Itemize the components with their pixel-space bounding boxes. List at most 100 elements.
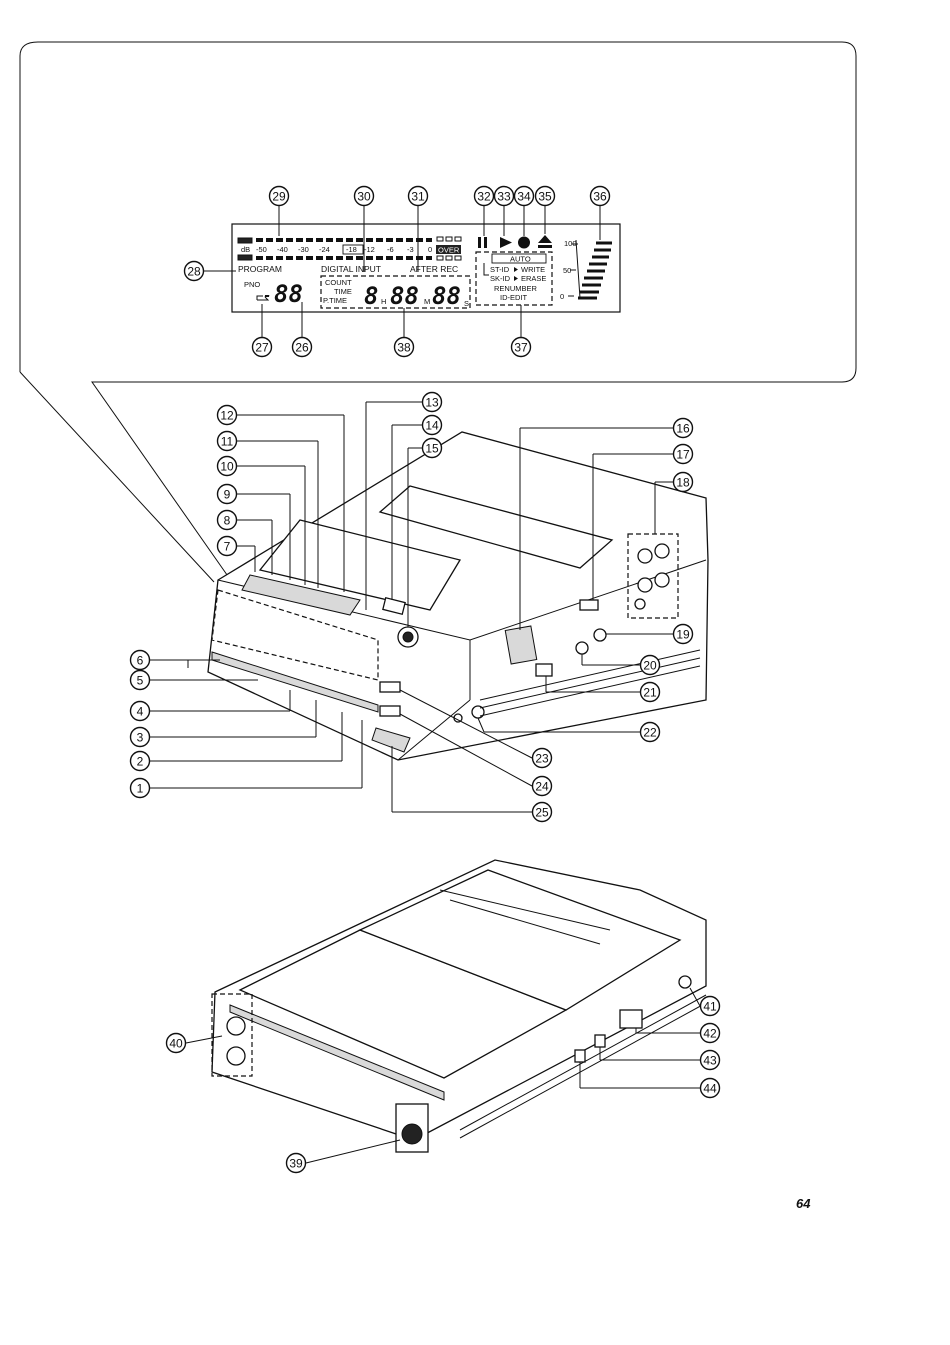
over-indicator: [436, 245, 461, 254]
callout-circle: [129, 669, 151, 691]
meter-l-marker: [237, 237, 253, 244]
small-button: [382, 596, 406, 616]
svg-text:-3: -3: [407, 245, 414, 254]
svg-text:-18: -18: [346, 245, 357, 254]
callout-circle: [129, 777, 151, 799]
callout-number: 21: [643, 686, 657, 700]
callout-number: 16: [676, 422, 690, 436]
callout-number: 26: [295, 341, 309, 355]
pno-dash: -: [263, 288, 271, 304]
meter-over-box: [436, 236, 444, 242]
svg-text:-12: -12: [364, 245, 375, 254]
callout-number: 32: [477, 190, 491, 204]
db-label: dB: [241, 245, 250, 254]
callout-circle: [183, 260, 205, 282]
callout-number: 2: [137, 755, 144, 769]
callout-circle: [129, 700, 151, 722]
callout-circle: [129, 726, 151, 748]
callout-number: 4: [137, 705, 144, 719]
pno-label: PNO: [244, 280, 260, 289]
arrow-icon: [514, 267, 518, 272]
callout-number: 34: [517, 190, 531, 204]
meter-over-box: [445, 255, 453, 261]
callout-number: 13: [425, 396, 439, 410]
callout-number: 5: [137, 674, 144, 688]
callout-number: 29: [272, 190, 286, 204]
callout-circle: [129, 750, 151, 772]
device-leaders: [150, 401, 701, 1164]
callout-circle: [268, 185, 290, 207]
callout-number: 39: [289, 1157, 303, 1171]
auto-label: AUTO: [510, 255, 531, 264]
lcd-leaders: [204, 205, 601, 337]
callout-number: 33: [497, 190, 511, 204]
seconds-unit: S: [464, 299, 469, 308]
callout-circle: [672, 471, 694, 493]
hours-digit: 8: [364, 282, 378, 310]
callout-circle: [672, 623, 694, 645]
meter-over-box: [436, 255, 444, 261]
callout-number: 3: [137, 731, 144, 745]
rear-top-panel: [358, 869, 682, 1011]
callout-circle: [672, 417, 694, 439]
svg-text:0: 0: [428, 245, 432, 254]
callout-circle: [393, 336, 415, 358]
lcd-display: dB -50 -40 -30 -24 -18 -12 -6 -3 0 OVER …: [231, 223, 621, 313]
callout-number: 14: [425, 419, 439, 433]
callout-number: 35: [538, 190, 552, 204]
callout-number: 11: [221, 435, 234, 449]
callout-number: 31: [411, 190, 425, 204]
callout-number: 20: [643, 659, 657, 673]
callout-number: 15: [425, 442, 439, 456]
deck-body: [207, 431, 709, 761]
write-label: WRITE: [521, 265, 545, 274]
level-0-label: 0: [560, 292, 564, 301]
front-buttons-row: [211, 651, 379, 713]
callout-number: 30: [357, 190, 371, 204]
callout-number: 43: [703, 1054, 717, 1068]
page-number: 64: [796, 1196, 811, 1211]
front-slider-25: [371, 727, 411, 753]
callout-circle: [216, 404, 238, 426]
callout-circle: [216, 483, 238, 505]
callout-circle: [216, 430, 238, 452]
rca-jack: [637, 548, 653, 564]
jack-19: [593, 628, 607, 642]
svg-text:-30: -30: [298, 245, 309, 254]
meter-scale: -50 -40 -30 -24 -18 -12 -6 -3 0: [256, 245, 432, 254]
callout-circle: [534, 185, 556, 207]
callout-circle: [639, 721, 661, 743]
top-panel: [258, 519, 462, 611]
repeat-icon: [256, 295, 270, 301]
callout-number: 25: [535, 806, 549, 820]
detail-callout-frame: [19, 41, 857, 583]
rca-jack: [637, 577, 653, 593]
callout-circle: [510, 336, 532, 358]
callout-circle: [353, 185, 375, 207]
seconds-digits: 88: [432, 282, 461, 310]
rca-jack-panel: [627, 533, 679, 619]
eject-icon: [538, 235, 552, 243]
rear-switch-42: [619, 1009, 643, 1029]
level-bargraph: [578, 241, 612, 300]
rear-vent-lines: [459, 994, 707, 1139]
sk-id-label: SK-ID: [490, 274, 511, 283]
callout-circle: [216, 535, 238, 557]
callout-circle: [639, 654, 661, 676]
callout-circle: [285, 1152, 307, 1174]
svg-text:-6: -6: [387, 245, 394, 254]
callout-number: 27: [255, 341, 269, 355]
level-50-label: 50: [563, 266, 571, 275]
arrow-icon: [514, 276, 518, 281]
callout-circle: [699, 1022, 721, 1044]
rca-jack: [654, 543, 670, 559]
callout-number: 18: [676, 476, 690, 490]
meter-over-box: [454, 236, 462, 242]
after-rec-label: AFTER REC: [410, 264, 458, 274]
callout-number: 1: [137, 782, 144, 796]
id-edit-label: ID-EDIT: [500, 293, 528, 302]
rear-switch-44: [574, 1049, 586, 1063]
rear-terminal-panel: [211, 993, 253, 1077]
callout-number: 9: [224, 488, 231, 502]
